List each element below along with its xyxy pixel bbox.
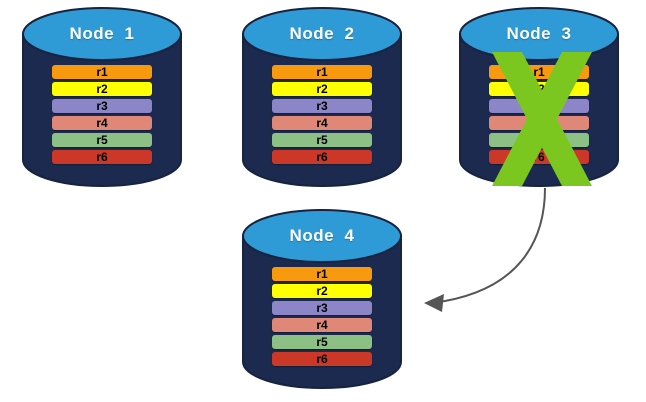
data-row-r4[interactable]: r4 (272, 318, 372, 332)
data-row-r1[interactable]: r1 (272, 267, 372, 281)
data-row-r3[interactable]: r3 (272, 99, 372, 113)
row-list: r1 r2 r3 r4 r5 r6 (489, 65, 589, 164)
data-row-r4[interactable]: r4 (489, 116, 589, 130)
data-row-r2[interactable]: r2 (272, 284, 372, 298)
data-row-r5[interactable]: r5 (272, 133, 372, 147)
row-list: r1 r2 r3 r4 r5 r6 (272, 65, 372, 164)
data-row-r6[interactable]: r6 (272, 150, 372, 164)
data-row-r5[interactable]: r5 (489, 133, 589, 147)
data-row-r3[interactable]: r3 (489, 99, 589, 113)
data-row-r4[interactable]: r4 (272, 116, 372, 130)
data-row-r5[interactable]: r5 (272, 335, 372, 349)
data-row-r2[interactable]: r2 (52, 82, 152, 96)
data-row-r1[interactable]: r1 (489, 65, 589, 79)
data-row-r1[interactable]: r1 (52, 65, 152, 79)
data-row-r6[interactable]: r6 (489, 150, 589, 164)
data-row-r5[interactable]: r5 (52, 133, 152, 147)
data-row-r3[interactable]: r3 (272, 301, 372, 315)
data-row-r6[interactable]: r6 (272, 352, 372, 366)
data-row-r1[interactable]: r1 (272, 65, 372, 79)
data-row-r4[interactable]: r4 (52, 116, 152, 130)
row-list: r1 r2 r3 r4 r5 r6 (52, 65, 152, 164)
data-row-r2[interactable]: r2 (272, 82, 372, 96)
data-row-r6[interactable]: r6 (52, 150, 152, 164)
data-row-r2[interactable]: r2 (489, 82, 589, 96)
data-row-r3[interactable]: r3 (52, 99, 152, 113)
row-list: r1 r2 r3 r4 r5 r6 (272, 267, 372, 366)
